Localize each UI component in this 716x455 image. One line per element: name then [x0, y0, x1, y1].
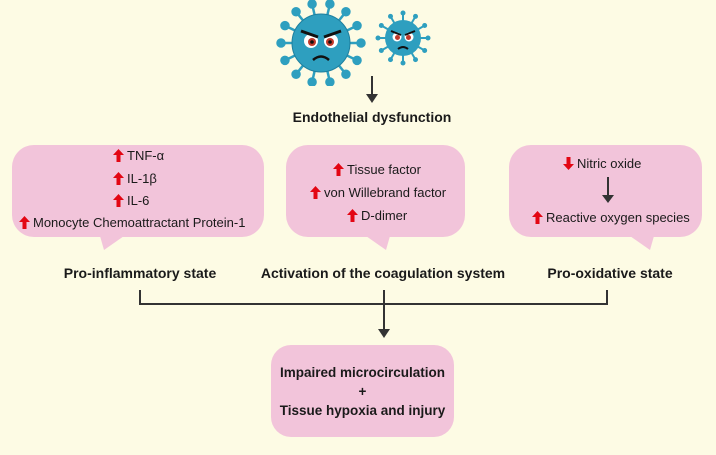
left-item-1: IL-1β — [113, 171, 157, 186]
middle-item-1: von Willebrand factor — [310, 185, 446, 200]
up-arrow-icon — [532, 211, 543, 224]
virus-icon-small — [375, 10, 431, 66]
up-arrow-icon — [113, 194, 124, 207]
connector-arrow-head — [378, 329, 390, 338]
connector-horizontal — [139, 303, 608, 305]
right-bubble-tail — [630, 236, 654, 250]
arrow-shaft-top — [371, 76, 373, 98]
left-item-0: TNF-α — [113, 148, 164, 163]
outcome-box: Impaired microcirculation + Tissue hypox… — [271, 345, 454, 437]
right-caption: Pro-oxidative state — [547, 265, 673, 281]
left-bubble — [12, 145, 264, 237]
up-arrow-icon — [113, 149, 124, 162]
right-item-0: Nitric oxide — [563, 156, 641, 171]
up-arrow-icon — [19, 216, 30, 229]
up-arrow-icon — [113, 172, 124, 185]
left-item-3: Monocyte Chemoattractant Protein-1 — [19, 215, 245, 230]
connector-down — [383, 303, 385, 331]
arrow-head-top — [366, 94, 378, 103]
virus-icon — [276, 0, 366, 86]
connector-left — [139, 290, 141, 304]
endothelial-dysfunction-title: Endothelial dysfunction — [292, 109, 452, 125]
outcome-line-3: Tissue hypoxia and injury — [279, 402, 446, 418]
right-bubble — [509, 145, 702, 237]
connector-right — [606, 290, 608, 304]
right-inner-arrow-head — [602, 195, 614, 203]
right-inner-arrow-shaft — [607, 177, 609, 197]
up-arrow-icon — [310, 186, 321, 199]
outcome-line-1: Impaired microcirculation — [279, 364, 446, 380]
right-item-1: Reactive oxygen species — [532, 210, 690, 225]
middle-item-2: D-dimer — [347, 208, 407, 223]
up-arrow-icon — [333, 163, 344, 176]
left-caption: Pro-inflammatory state — [63, 265, 217, 281]
outcome-line-2: + — [358, 383, 367, 399]
connector-middle — [383, 290, 385, 304]
up-arrow-icon — [347, 209, 358, 222]
middle-item-0: Tissue factor — [333, 162, 421, 177]
down-arrow-icon — [563, 157, 574, 170]
middle-caption: Activation of the coagulation system — [260, 265, 506, 281]
left-item-2: IL-6 — [113, 193, 149, 208]
left-bubble-tail — [100, 236, 124, 250]
middle-bubble-tail — [366, 236, 390, 250]
